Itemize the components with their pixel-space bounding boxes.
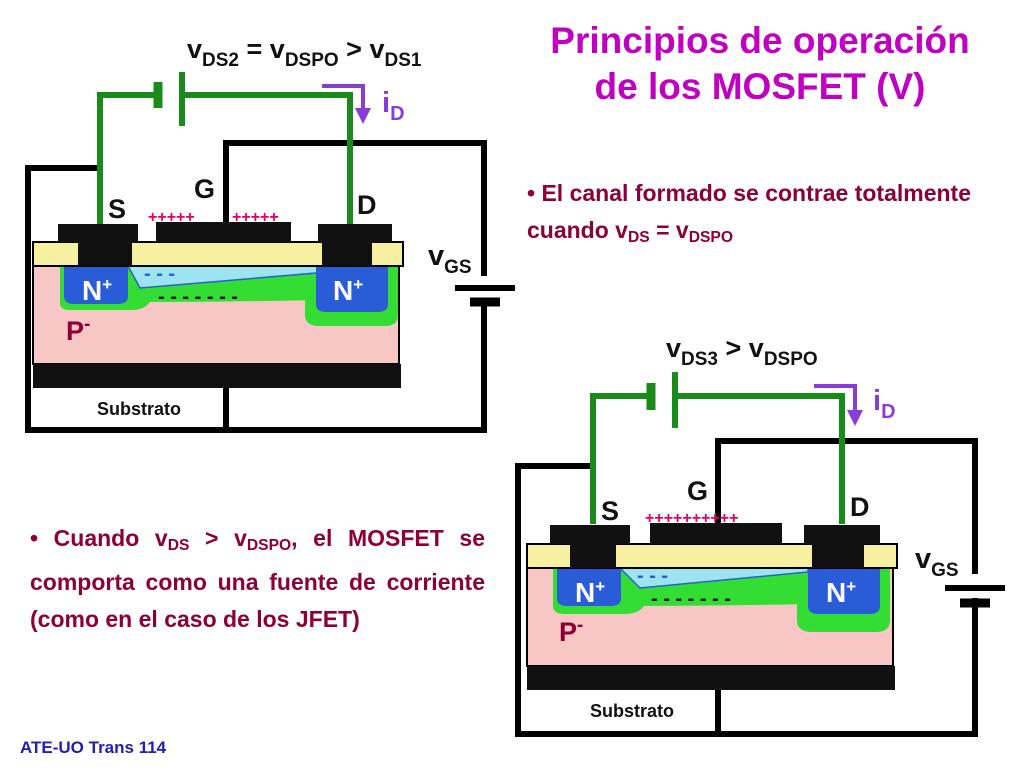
- bullet-current-source: • Cuando vDS > vDSPO, el MOSFET se compo…: [30, 525, 485, 632]
- diagram-1-drain-contact-cap: [318, 224, 392, 242]
- diagram-1-minus-charges-bottom: - - - - - - -: [158, 286, 238, 308]
- diagram-2-gate-label: G: [687, 476, 708, 506]
- diagram-1-green-wires: [97, 72, 353, 224]
- diagram-1-black-wires: [25, 140, 515, 433]
- diagram-2-vgs-label: vGS: [915, 543, 959, 581]
- diagram-1-p-label: P-: [66, 314, 90, 346]
- diagram-1-drain-contact: [322, 242, 372, 266]
- diagram-1-gate-label: G: [194, 174, 215, 204]
- diagram-1-drain-label: D: [357, 190, 377, 220]
- diagram-2-id-arrow: [814, 384, 863, 426]
- diagram-1-id-arrow: [322, 84, 371, 124]
- mosfet-diagram-1: vDS2 = vDSPO > vDS1 iD vGS G S D +++++ +…: [25, 34, 515, 433]
- diagram-2-n-right-label: N+: [826, 577, 856, 608]
- diagram-1-n-right-label: N+: [333, 275, 363, 306]
- bullet-pinch-off: • El canal formado se contrae totalmente…: [527, 180, 971, 246]
- diagram-1-substrate-contact: [33, 364, 401, 388]
- diagram-1-n-left-label: N+: [82, 275, 112, 306]
- diagram-2-source-contact: [570, 544, 616, 568]
- diagram-2-drain-label: D: [850, 492, 870, 522]
- diagram-1-substrate-label: Substrato: [97, 399, 181, 419]
- diagram-1-source-contact: [78, 242, 132, 266]
- diagram-2-gate-electrode: [650, 523, 782, 544]
- diagram-2-n-right-region: [808, 568, 880, 614]
- diagram-1-minus-charges-top: - - -: [144, 263, 175, 285]
- diagram-2-source-label: S: [601, 496, 619, 526]
- title-line-2: de los MOSFET (V): [594, 66, 926, 107]
- diagram-2-minus-charges-top: - - -: [637, 565, 668, 587]
- diagram-2-n-left-region: [557, 568, 621, 606]
- diagram-2-black-wires: [515, 438, 1005, 737]
- diagram-2-p-label: P-: [559, 615, 583, 647]
- diagram-2-minus-charges-bottom: - - - - - - -: [651, 588, 731, 610]
- page-title: Principios de operación de los MOSFET (V…: [500, 18, 1020, 110]
- diagram-2-substrate-label: Substrato: [590, 701, 674, 721]
- diagram-2-substrate-contact: [527, 666, 895, 690]
- diagram-2-drain-contact: [812, 544, 864, 568]
- diagram-2-plus-charges: ++++++++++: [645, 510, 738, 527]
- diagram-2-vds-equation: vDS3 > vDSPO: [666, 333, 818, 370]
- footer-label: ATE-UO Trans 114: [20, 738, 167, 757]
- diagram-2-green-wires: [590, 372, 845, 524]
- diagram-1-id-label: iD: [382, 87, 405, 125]
- diagram-1-source-contact-cap: [58, 224, 138, 242]
- diagram-1-source-label: S: [108, 194, 126, 224]
- diagram-2-drain-contact-cap: [804, 525, 880, 544]
- diagram-2-id-label: iD: [873, 385, 896, 423]
- diagram-2-n-left-label: N+: [575, 577, 605, 608]
- diagram-1-plus-charges-right: +++++: [232, 209, 279, 226]
- mosfet-diagram-2: vDS3 > vDSPO iD vGS G S D ++++++++++ - -…: [515, 333, 1005, 737]
- diagram-2-source-contact-cap: [550, 525, 630, 544]
- diagram-1-plus-charges-left: +++++: [148, 209, 195, 226]
- diagram-1-gate-electrode: [156, 222, 291, 242]
- title-line-1: Principios de operación: [550, 20, 970, 61]
- diagram-1-vds-equation: vDS2 = vDSPO > vDS1: [187, 34, 422, 71]
- diagram-1-n-right-region: [316, 266, 388, 312]
- diagram-1-n-left-region: [64, 266, 128, 304]
- diagram-1-vgs-label: vGS: [428, 240, 472, 278]
